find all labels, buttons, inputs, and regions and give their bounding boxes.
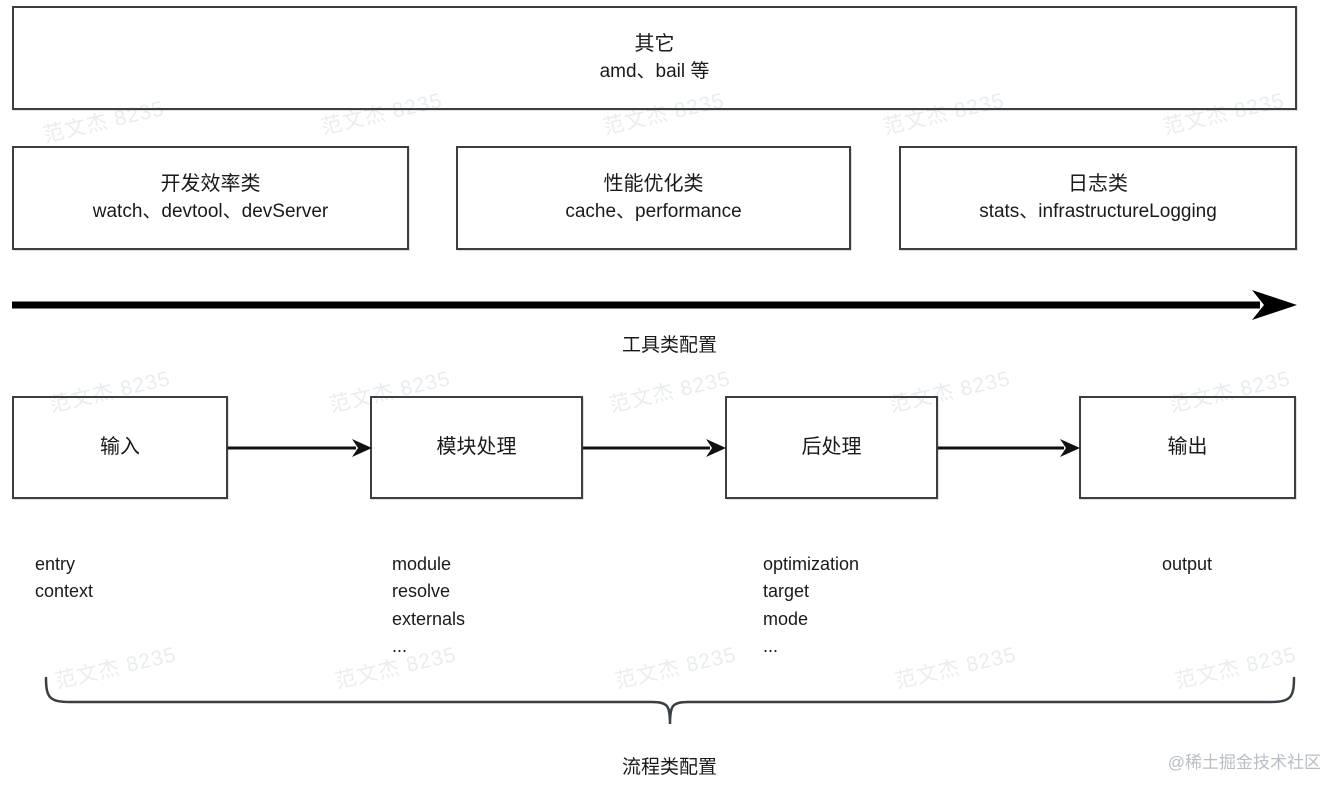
tool-box-items: cache、performance bbox=[565, 200, 742, 222]
flow-options-input: entry context bbox=[35, 554, 94, 602]
tool-box-heading: 性能优化类 bbox=[603, 173, 704, 196]
tool-box-performance[interactable]: 性能优化类 cache、performance bbox=[456, 146, 851, 250]
flow-stage-label: 输入 bbox=[100, 435, 140, 458]
right-arrow-icon bbox=[583, 439, 726, 457]
flow-brace-label: 流程类配置 bbox=[621, 757, 717, 778]
watermark-tile: 范文杰 8235 bbox=[607, 367, 733, 418]
tool-box-heading: 日志类 bbox=[1068, 173, 1128, 196]
curly-brace-down-icon bbox=[44, 676, 1296, 725]
flow-stage-input[interactable]: 输入 bbox=[12, 396, 228, 499]
flow-connector-1 bbox=[228, 437, 372, 459]
flow-brace bbox=[40, 676, 1300, 736]
flow-stage-label: 后处理 bbox=[801, 435, 862, 458]
other-config-items: amd、bail 等 bbox=[599, 60, 710, 82]
flow-stage-module-processing[interactable]: 模块处理 bbox=[370, 396, 583, 499]
flow-stage-label: 输出 bbox=[1167, 435, 1208, 458]
tool-box-heading: 开发效率类 bbox=[160, 173, 261, 196]
flow-options-post-processing: optimization target mode ... bbox=[763, 554, 860, 657]
flow-connector-3 bbox=[938, 437, 1080, 459]
tools-arrow bbox=[12, 288, 1297, 322]
flow-connector-2 bbox=[583, 437, 726, 459]
other-config-box[interactable]: 其它 amd、bail 等 bbox=[12, 6, 1297, 110]
community-credit: @稀土掘金技术社区 bbox=[1167, 753, 1321, 772]
tool-box-items: watch、devtool、devServer bbox=[92, 200, 329, 222]
tool-box-dev-efficiency[interactable]: 开发效率类 watch、devtool、devServer bbox=[12, 146, 409, 250]
tools-arrow-label: 工具类配置 bbox=[621, 335, 717, 356]
flow-options-output: output bbox=[1161, 554, 1213, 574]
flow-stage-post-processing[interactable]: 后处理 bbox=[725, 396, 938, 499]
other-config-heading: 其它 bbox=[634, 33, 675, 56]
long-right-arrow-icon bbox=[12, 290, 1297, 320]
flow-stage-label: 模块处理 bbox=[436, 435, 517, 458]
right-arrow-icon bbox=[938, 439, 1080, 457]
flow-options-module-processing: module resolve externals ... bbox=[392, 554, 466, 657]
flow-stage-output[interactable]: 输出 bbox=[1079, 396, 1296, 499]
tool-box-logging[interactable]: 日志类 stats、infrastructureLogging bbox=[899, 146, 1297, 250]
tool-box-items: stats、infrastructureLogging bbox=[979, 200, 1217, 222]
right-arrow-icon bbox=[228, 439, 372, 457]
